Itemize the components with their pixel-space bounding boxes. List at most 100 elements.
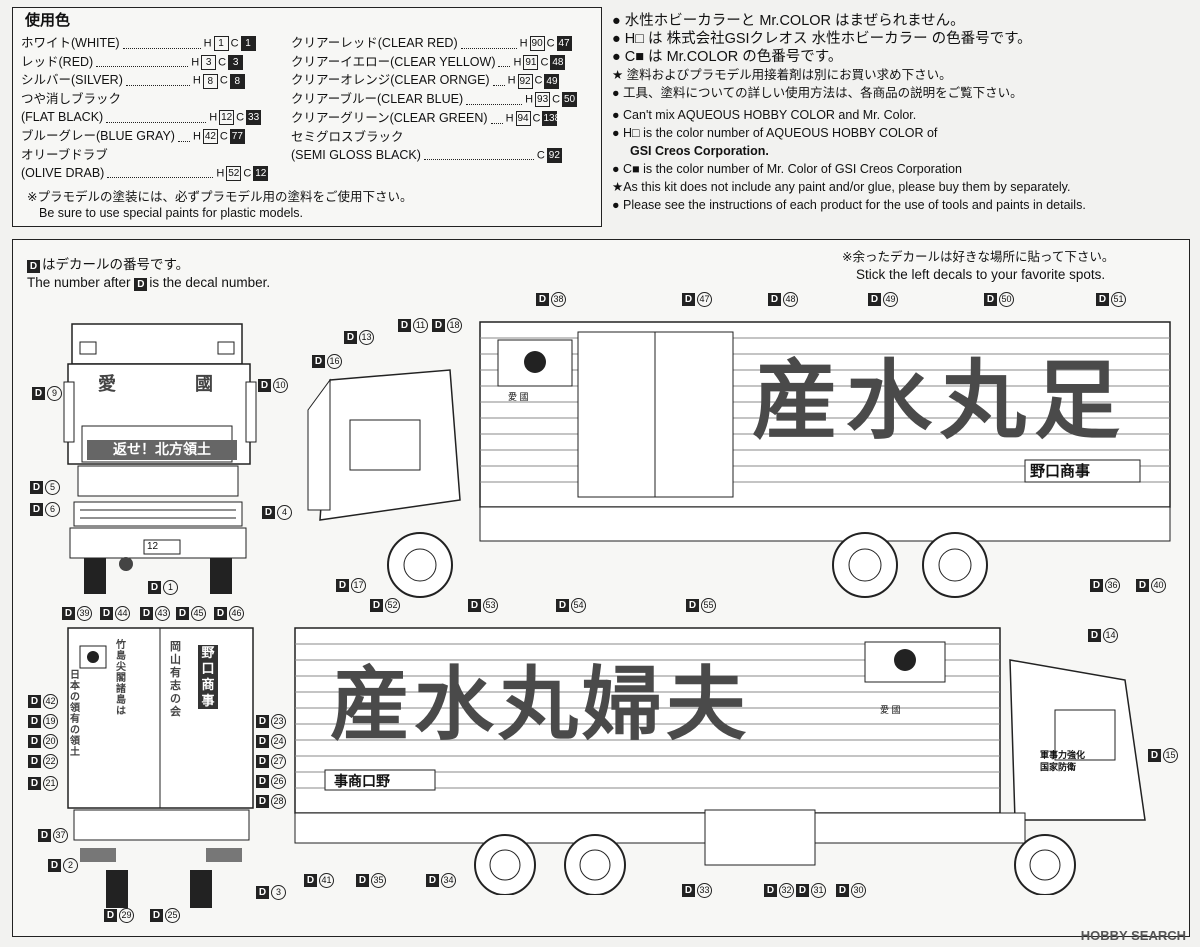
decal-letter-box: D	[764, 884, 777, 897]
decal-letter-box: D	[32, 387, 45, 400]
c-color-number: 49	[544, 73, 560, 89]
decal-letter-box: D	[356, 874, 369, 887]
side-bottom-flag-label: 愛 國	[880, 705, 901, 715]
note-line: ★ 塗料およびプラモデル用接着剤は別にお買い求め下さい。	[612, 68, 952, 82]
decal-letter-box: D	[28, 777, 41, 790]
decal-number: 50	[999, 292, 1014, 307]
note-line: ● Can't mix AQUEOUS HOBBY COLOR and Mr. …	[612, 108, 917, 122]
decal-letter-box: D	[150, 909, 163, 922]
left-decal-note-jp: ※余ったデカールは好きな場所に貼って下さい。	[842, 250, 1115, 264]
decal-letter-box: D	[836, 884, 849, 897]
note-line: ● C■ は Mr.COLOR の色番号です。	[612, 49, 843, 65]
h-letter: H	[519, 37, 528, 50]
color-row: セミグロスブラック	[291, 128, 596, 146]
decal-number: 5	[45, 480, 60, 495]
decal-letter-box: D	[28, 735, 41, 748]
h-color-number: 90	[529, 36, 545, 52]
decal-number: 33	[697, 883, 712, 898]
decal-letter-box: D	[256, 715, 269, 728]
leader-dots	[466, 95, 523, 105]
decal-letter-box: D	[426, 874, 439, 887]
decal-letter-box: D	[256, 755, 269, 768]
leader-dots	[498, 57, 511, 68]
decal-number: 4	[277, 505, 292, 520]
h-color-number: 94	[515, 111, 531, 127]
h-color-number: 52	[226, 165, 242, 181]
decal-note-en-pre: The number after	[27, 275, 131, 290]
decorative-kanji: 足	[1034, 350, 1128, 451]
decal-letter-box: D	[100, 607, 113, 620]
decorative-kanji: 水	[414, 657, 498, 751]
color-row: つや消しブラック	[21, 90, 261, 108]
c-color-number: 50	[562, 92, 578, 108]
decal-number: 16	[327, 354, 342, 369]
color-name: (FLAT BLACK)	[21, 110, 104, 125]
decal-number: 24	[271, 734, 286, 749]
h-letter: H	[191, 56, 200, 69]
decal-number: 19	[43, 714, 58, 729]
c-letter: C	[546, 37, 555, 50]
color-name: シルバー(SILVER)	[21, 73, 123, 88]
leader-dots	[125, 76, 190, 87]
decal-number: 11	[413, 318, 428, 333]
decal-letter-box: D	[370, 599, 383, 612]
decal-letter-box: D	[304, 874, 317, 887]
notes-block: ● 水性ホビーカラーと Mr.COLOR はまぜられません。● H□ は 株式会…	[612, 12, 1192, 214]
decal-number: 53	[483, 598, 498, 613]
side-bottom-kanji: 産水丸婦夫	[330, 640, 750, 756]
decal-number: 48	[783, 292, 798, 307]
decal-letter-box: D	[62, 607, 75, 620]
decal-number: 44	[115, 606, 130, 621]
truck-rear-view	[67, 627, 254, 908]
c-letter: C	[534, 75, 543, 88]
left-decal-note-en: Stick the left decals to your favorite s…	[856, 267, 1106, 282]
h-letter: H	[209, 111, 218, 124]
decal-number: 1	[163, 580, 178, 595]
decal-letter-box: D	[28, 715, 41, 728]
colors-title: 使用色	[25, 12, 71, 29]
c-letter: C	[219, 75, 228, 88]
decal-number: 9	[47, 386, 62, 401]
decal-number: 51	[1111, 292, 1126, 307]
decal-letter-box: D	[38, 829, 51, 842]
decal-number: 37	[53, 828, 68, 843]
decal-letter-box: D	[768, 293, 781, 306]
decal-letter-box: D	[27, 260, 40, 273]
truck-side-view-bottom	[294, 627, 1146, 895]
decal-letter-box: D	[682, 884, 695, 897]
c-color-number: 77	[229, 129, 245, 145]
decal-letter-box: D	[398, 319, 411, 332]
front-plate: 12	[147, 541, 159, 552]
decal-number: 41	[319, 873, 334, 888]
decal-number: 28	[271, 794, 286, 809]
plastic-note-en: Be sure to use special paints for plasti…	[39, 206, 304, 220]
h-letter: H	[513, 56, 522, 69]
c-letter: C	[536, 149, 545, 162]
decorative-kanji: 夫	[666, 657, 750, 751]
